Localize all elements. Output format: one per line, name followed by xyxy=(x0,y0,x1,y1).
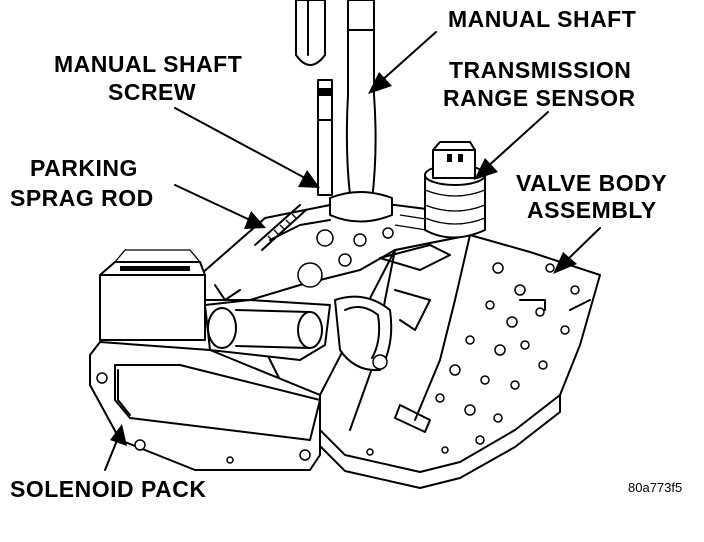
arrowhead-manual-shaft xyxy=(368,72,392,94)
label-valve-body-line2: ASSEMBLY xyxy=(527,197,657,223)
arrow-manual-shaft xyxy=(379,31,437,83)
manual-shaft xyxy=(329,0,393,223)
arrow-manual-shaft-screw xyxy=(174,107,306,179)
arrowhead-trs xyxy=(474,158,498,180)
solenoid-pack xyxy=(89,249,321,471)
label-valve-body-line1: VALVE BODY xyxy=(516,170,667,196)
label-manual-shaft: MANUAL SHAFT xyxy=(448,6,636,32)
arrowhead-parking-sprag-rod xyxy=(244,211,266,229)
label-manual-shaft-screw-line2: SCREW xyxy=(108,79,196,105)
arrow-solenoid-pack xyxy=(104,437,119,471)
label-trs-line2: RANGE SENSOR xyxy=(443,85,636,111)
transmission-range-sensor xyxy=(424,141,486,239)
label-parking-line2: SPRAG ROD xyxy=(10,185,154,211)
arrow-parking-sprag-rod xyxy=(174,184,251,221)
leader-arrows xyxy=(104,31,601,471)
arrowhead-solenoid-pack xyxy=(110,424,127,446)
arrow-trs xyxy=(485,111,549,169)
arrowhead-valve-body xyxy=(553,252,577,274)
arrowhead-manual-shaft-screw xyxy=(298,170,320,188)
screwdriver xyxy=(295,0,333,196)
parking-sprag-rod xyxy=(254,204,307,251)
figure-id: 80a773f5 xyxy=(628,480,682,495)
label-manual-shaft-screw-line1: MANUAL SHAFT xyxy=(54,51,242,77)
label-trs-line1: TRANSMISSION xyxy=(449,57,631,83)
valve-body-holes xyxy=(366,262,580,456)
valve-body-assembly xyxy=(319,234,601,489)
detent-mechanism xyxy=(204,289,431,372)
arrow-valve-body xyxy=(564,227,601,263)
label-parking-line1: PARKING xyxy=(30,155,138,181)
label-solenoid-pack: SOLENOID PACK xyxy=(10,476,206,502)
